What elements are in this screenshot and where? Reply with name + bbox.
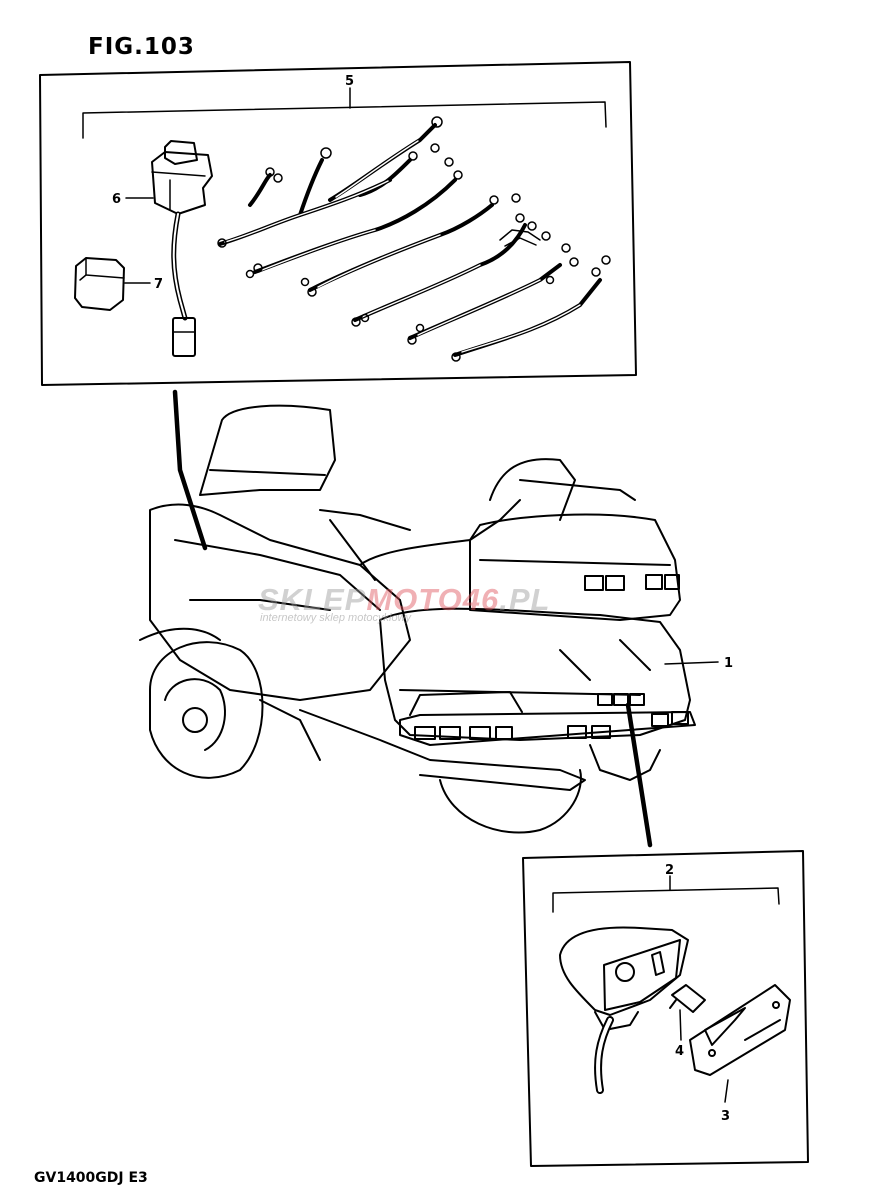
watermark-part-a: SKLEP bbox=[258, 582, 367, 617]
motorcycle-illustration bbox=[139, 404, 696, 834]
callout-6: 6 bbox=[112, 192, 121, 207]
callout-4: 4 bbox=[675, 1044, 684, 1059]
model-code: GV1400GDJ E3 bbox=[34, 1170, 148, 1186]
callout-1: 1 bbox=[724, 656, 733, 671]
figure-title: FIG.103 bbox=[88, 34, 195, 60]
lamp-housing bbox=[559, 926, 689, 1094]
switch-part bbox=[151, 140, 213, 357]
watermark: SKLEPMOTO46.PL bbox=[258, 582, 551, 618]
watermark-part-c: .PL bbox=[499, 582, 551, 617]
lamp-bulb bbox=[669, 984, 706, 1013]
lower-inset-box bbox=[522, 850, 809, 1167]
wire-terminals bbox=[217, 116, 611, 362]
callout-2: 2 bbox=[665, 863, 674, 878]
callout-lines bbox=[124, 197, 729, 1103]
leader-lines bbox=[172, 389, 653, 848]
callout-numbers: 1 2 3 4 5 6 7 bbox=[112, 74, 733, 1124]
wiring-harness-inner bbox=[224, 140, 581, 353]
callout-3: 3 bbox=[721, 1109, 730, 1124]
lamp-lens bbox=[689, 984, 791, 1076]
callout-5: 5 bbox=[345, 74, 354, 89]
upper-inset-box bbox=[39, 61, 637, 386]
watermark-part-b: MOTO46 bbox=[366, 582, 500, 617]
callout-7: 7 bbox=[154, 277, 163, 292]
watermark-tagline: internetowy sklep motocyklowy bbox=[260, 612, 412, 624]
relay-part bbox=[74, 257, 125, 311]
